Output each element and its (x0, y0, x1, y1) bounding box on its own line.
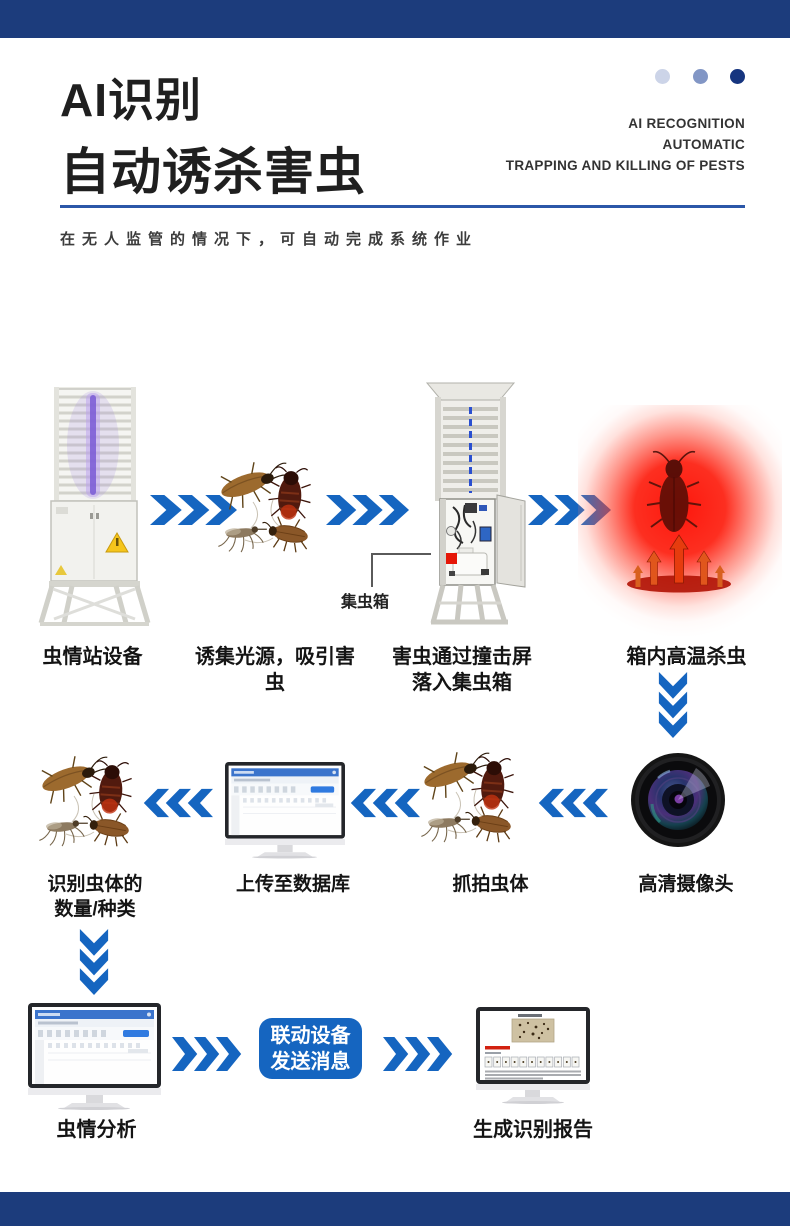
caption-trap-line1: 害虫通过撞击屏 (392, 646, 532, 668)
dot-icon-medium (692, 69, 708, 84)
trap-device-illustration (413, 381, 528, 628)
heat-kill-glow (578, 405, 782, 640)
english-subtitle: AI RECOGNITION AUTOMATIC TRAPPING AND KI… (506, 113, 745, 176)
collection-box-annotation: 集虫箱 (341, 594, 390, 611)
camera-lens-illustration (629, 751, 727, 849)
header-divider (60, 205, 745, 208)
insect-cluster-illustration-2 (417, 741, 517, 847)
database-monitor-illustration (224, 761, 346, 859)
english-line-3: TRAPPING AND KILLING OF PESTS (505, 158, 745, 173)
badge-line2: 发送消息 (270, 1051, 351, 1073)
arrow-left-icon-2 (350, 788, 420, 818)
arrow-right-icon-5 (383, 1037, 453, 1071)
insect-cluster-illustration-3 (35, 745, 135, 851)
insect-cluster-illustration-1 (214, 451, 314, 557)
annotation-leader-horizontal (371, 553, 431, 555)
arrow-right-icon-2 (326, 494, 410, 526)
dot-icon-light (655, 69, 671, 84)
page-subtitle: 在无人监管的情况下，可自动完成系统作业 (60, 231, 479, 248)
caption-pest-station: 虫情站设备 (42, 646, 143, 668)
english-line-2: AUTOMATIC (662, 137, 745, 152)
arrow-left-icon-1 (538, 788, 608, 818)
roach-silhouette-icon (646, 450, 702, 532)
arrow-down-icon-2 (79, 929, 109, 995)
caption-identify-line2: 数量/种类 (54, 899, 136, 920)
caption-capture: 抓拍虫体 (452, 874, 529, 895)
caption-heat-kill: 箱内高温杀虫 (626, 646, 747, 668)
arrow-right-icon-4 (172, 1037, 242, 1071)
heat-arrows-icon (627, 534, 731, 593)
page-title-line2: 自动诱杀害虫 (60, 144, 366, 200)
annotation-leader-vertical (371, 553, 373, 587)
caption-analysis: 虫情分析 (56, 1119, 137, 1141)
analysis-monitor-illustration (27, 1002, 162, 1111)
caption-report: 生成识别报告 (473, 1119, 593, 1141)
badge-line1: 联动设备 (270, 1025, 351, 1047)
dot-icon-dark (730, 69, 745, 84)
page-title-line1: AI识别 (60, 74, 202, 126)
arrow-left-icon-3 (143, 788, 213, 818)
caption-identify-line1: 识别虫体的 (47, 874, 143, 895)
report-monitor-illustration (475, 1006, 591, 1105)
caption-trap-line2: 落入集虫箱 (412, 672, 512, 694)
pest-station-illustration (36, 387, 153, 627)
bottom-banner-bar (0, 1192, 790, 1226)
english-line-1: AI RECOGNITION (628, 116, 745, 131)
top-banner-bar (0, 0, 790, 38)
arrow-down-icon-1 (658, 672, 688, 738)
caption-lure-light: 诱集光源，吸引害虫 (195, 646, 355, 694)
caption-camera: 高清摄像头 (638, 874, 734, 895)
caption-upload: 上传至数据库 (235, 874, 350, 895)
linkage-device-badge: 联动设备 发送消息 (259, 1018, 362, 1079)
decorative-dots (637, 69, 745, 89)
